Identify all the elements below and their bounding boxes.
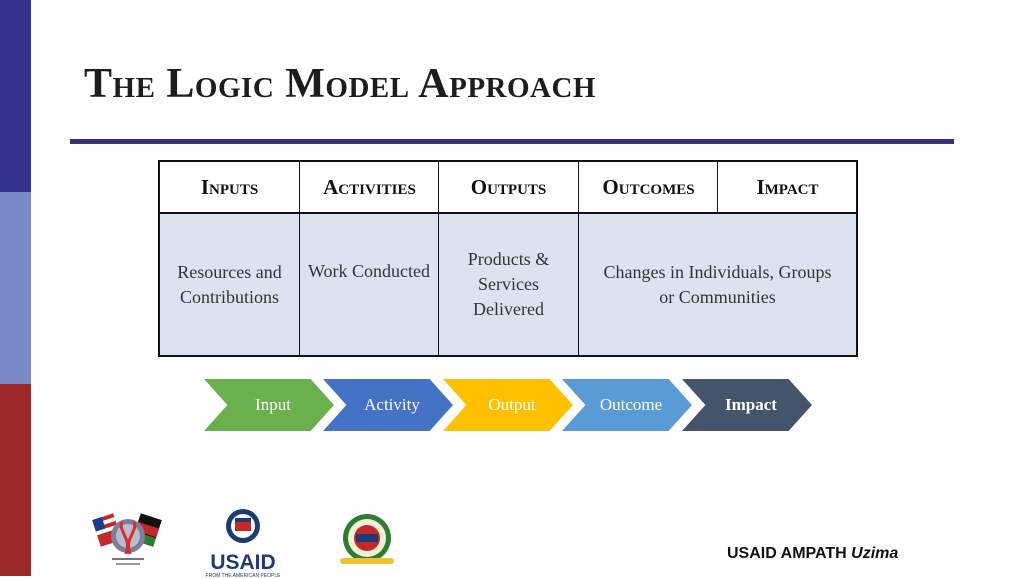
footer-brand-text: USAID AMPATH Uzima <box>727 545 898 563</box>
table-header-row: Inputs Activities Outputs Outcomes Impac… <box>160 162 856 214</box>
logic-model-table: Inputs Activities Outputs Outcomes Impac… <box>158 160 858 357</box>
ministry-emblem-logo <box>334 512 400 568</box>
slide-title: The Logic Model Approach <box>84 61 596 107</box>
header-outcomes: Outcomes <box>602 174 695 199</box>
flow-step-output: Output <box>443 379 573 431</box>
flow-step-label: Activity <box>364 395 420 414</box>
flow-step-label: Outcome <box>599 395 663 414</box>
usaid-logo: USAID FROM THE AMERICAN PEOPLE <box>204 508 282 579</box>
title-underline <box>70 139 954 144</box>
header-activities: Activities <box>323 174 416 199</box>
left-stripe-top <box>0 0 31 192</box>
cell-outputs: Products & Services Delivered <box>467 249 550 319</box>
footer-brand-suffix: Uzima <box>851 545 899 562</box>
header-divider <box>717 162 718 212</box>
header-impact: Impact <box>756 174 819 199</box>
flow-step-label: Input <box>255 395 291 414</box>
header-divider <box>578 162 579 212</box>
usaid-tagline: FROM THE AMERICAN PEOPLE <box>205 573 281 579</box>
header-divider <box>299 162 300 212</box>
table-body-row: Resources and Contributions Work Conduct… <box>160 214 856 355</box>
left-stripe-middle <box>0 192 31 384</box>
flow-step-input: Input <box>204 379 334 431</box>
body-divider <box>299 214 300 355</box>
cell-activities: Work Conducted <box>307 261 431 281</box>
flow-step-impact: Impact <box>682 379 812 431</box>
flow-step-label: Output <box>488 395 536 414</box>
usaid-wordmark: USAID <box>210 551 276 574</box>
body-divider <box>438 214 439 355</box>
partnership-flags-logo <box>92 508 164 570</box>
cell-outcomes-impact: Changes in Individuals, Groups or Commun… <box>603 261 832 307</box>
flow-step-label: Impact <box>725 395 777 414</box>
flow-step-outcome: Outcome <box>562 379 692 431</box>
body-divider <box>578 214 579 355</box>
left-stripe-bottom <box>0 384 31 576</box>
header-inputs: Inputs <box>200 174 259 199</box>
cell-inputs: Resources and Contributions <box>177 261 282 307</box>
flow-step-activity: Activity <box>323 379 453 431</box>
usaid-seal-icon <box>226 509 260 543</box>
header-divider <box>438 162 439 212</box>
header-outputs: Outputs <box>470 174 547 199</box>
footer-brand-name: USAID AMPATH <box>727 545 847 562</box>
